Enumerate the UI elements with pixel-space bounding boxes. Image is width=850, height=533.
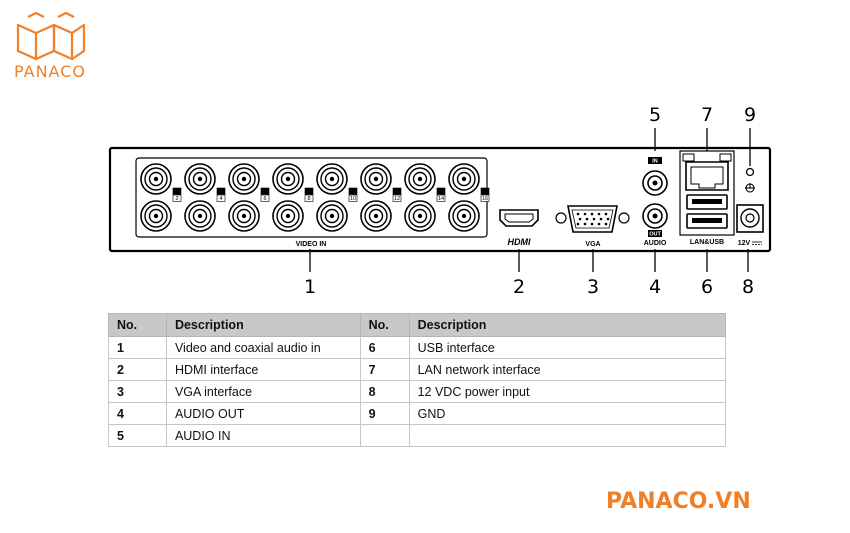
row-description: AUDIO OUT (165, 402, 361, 425)
lan-port (685, 161, 729, 191)
row-no: 6 (359, 336, 410, 359)
hdmi-port (499, 209, 539, 227)
callout-1: 1 (304, 276, 316, 298)
bnc-connector (140, 163, 172, 195)
channel-number: 6 (263, 196, 266, 202)
callout-3: 3 (587, 276, 599, 298)
description-table: No. Description No. Description 1 Video … (108, 313, 727, 447)
header-description-1: Description (165, 313, 361, 337)
vga-port (567, 205, 618, 233)
row-description: Video and coaxial audio in (165, 336, 361, 359)
channel-number: 14 (438, 196, 444, 202)
vga-label: VGA (585, 241, 600, 248)
channel-number: 10 (350, 196, 356, 202)
lan-usb-label: LAN&USB (690, 239, 724, 246)
callout-5: 5 (649, 104, 661, 126)
channel-number: 7 (307, 189, 310, 195)
row-description (408, 424, 727, 447)
row-no: 5 (108, 424, 167, 447)
bnc-connector (448, 163, 480, 195)
table-row: 4 AUDIO OUT 9 GND (108, 402, 727, 425)
row-no: 2 (108, 358, 167, 381)
row-description: 12 VDC power input (408, 380, 727, 403)
bnc-connector (360, 200, 392, 232)
channel-number: 12 (394, 196, 400, 202)
header-no-1: No. (108, 313, 167, 337)
bnc-connector (448, 200, 480, 232)
audio-in-label: IN (652, 159, 658, 165)
callout-4: 4 (649, 276, 661, 298)
callout-2: 2 (513, 276, 525, 298)
callout-lines (309, 128, 751, 272)
row-description: USB interface (408, 336, 727, 359)
row-description: LAN network interface (408, 358, 727, 381)
callout-9: 9 (744, 104, 756, 126)
row-no: 3 (108, 380, 167, 403)
row-no: 7 (359, 358, 410, 381)
channel-number: 4 (219, 196, 222, 202)
callout-6: 6 (701, 276, 713, 298)
bnc-connector (404, 200, 436, 232)
bnc-connector (404, 163, 436, 195)
hdmi-label: HDMI (508, 237, 531, 247)
bnc-connector (272, 200, 304, 232)
row-description: VGA interface (165, 380, 361, 403)
site-url: PANACO.VN (606, 489, 751, 514)
table-row: 2 HDMI interface 7 LAN network interface (108, 358, 727, 381)
channel-number: 9 (351, 189, 354, 195)
header-no-2: No. (359, 313, 410, 337)
channel-number: 8 (307, 196, 310, 202)
channel-number: 2 (175, 196, 178, 202)
channel-number: 1 (175, 189, 178, 195)
table-header-row: No. Description No. Description (108, 313, 727, 337)
ground-symbol-icon (745, 183, 755, 193)
audio-out-label: OUT (649, 232, 661, 238)
bnc-connector (184, 163, 216, 195)
channel-number: 3 (219, 189, 222, 195)
channel-number: 13 (438, 189, 444, 195)
row-no: 9 (359, 402, 410, 425)
row-no: 8 (359, 380, 410, 403)
callout-8: 8 (742, 276, 754, 298)
bnc-connector (184, 200, 216, 232)
row-description: GND (408, 402, 727, 425)
bnc-connector (228, 163, 260, 195)
row-no: 1 (108, 336, 167, 359)
table-row: 5 AUDIO IN (108, 424, 727, 447)
row-no: 4 (108, 402, 167, 425)
audio-label: AUDIO (644, 240, 667, 247)
row-description: AUDIO IN (165, 424, 361, 447)
channel-number: 15 (482, 189, 488, 195)
table-row: 3 VGA interface 8 12 VDC power input (108, 380, 727, 403)
panaco-logo-icon (16, 11, 86, 61)
header-description-2: Description (408, 313, 727, 337)
logo-text: PANACO (14, 62, 86, 81)
video-in-label: VIDEO IN (296, 241, 327, 248)
bnc-connector (360, 163, 392, 195)
callout-7: 7 (701, 104, 713, 126)
power-label: 12V (738, 240, 751, 247)
channel-number: 16 (482, 196, 488, 202)
table-row: 1 Video and coaxial audio in 6 USB inter… (108, 336, 727, 359)
bnc-connector (272, 163, 304, 195)
channel-number: 11 (394, 189, 400, 195)
bnc-connector (228, 200, 260, 232)
channel-number: 5 (263, 189, 266, 195)
bnc-connector (316, 163, 348, 195)
bnc-connector (140, 200, 172, 232)
row-description: HDMI interface (165, 358, 361, 381)
gnd-screw (745, 167, 755, 177)
bnc-connector (316, 200, 348, 232)
row-no (359, 424, 410, 447)
